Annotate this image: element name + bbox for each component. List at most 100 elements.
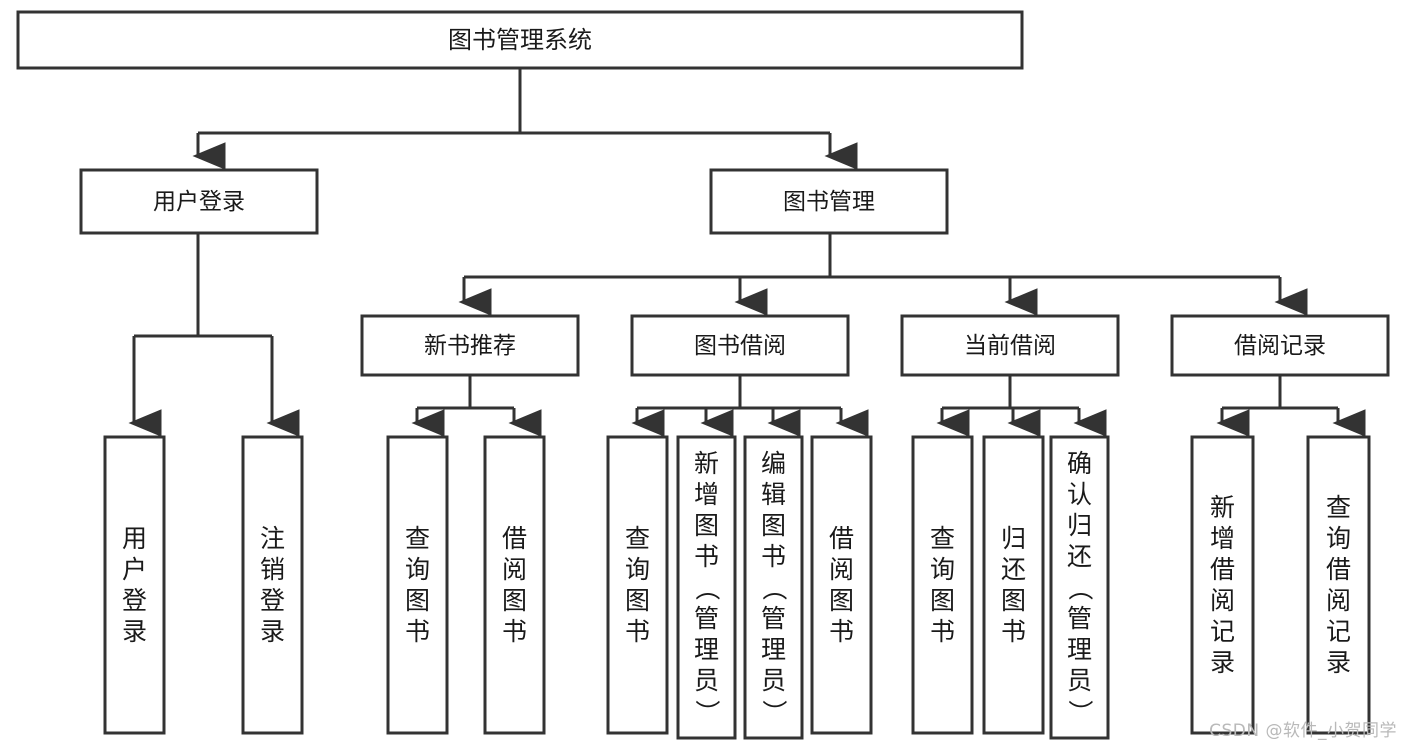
svg-text:员: 员 [1067,666,1092,695]
svg-text:增: 增 [1210,524,1235,553]
node-label-borrow-record: 借阅记录 [1234,333,1326,359]
svg-text:询: 询 [625,555,650,584]
svg-text:记: 记 [1326,617,1351,646]
svg-text:确: 确 [1067,449,1092,478]
svg-text:新: 新 [694,449,719,478]
svg-text:归: 归 [1001,524,1026,553]
svg-text:书: 书 [829,617,854,646]
node-box-current-borrow [900,314,1120,377]
node-root[interactable]: 图书管理系统 [16,10,1024,70]
node-current-borrow[interactable]: 当前借阅 [900,314,1120,377]
svg-text:查: 查 [1326,493,1351,522]
svg-text:录: 录 [1326,648,1351,677]
node-label-user-login: 用户登录 [153,189,245,215]
svg-text:录: 录 [122,617,147,646]
svg-text:借: 借 [829,524,854,553]
node-box-leaf-confirm-return-admin [1049,435,1110,740]
svg-text:还: 还 [1067,542,1092,571]
svg-text:理: 理 [761,635,786,664]
svg-text:（: （ [1066,576,1095,601]
node-box-leaf-user-logout [241,435,304,735]
connector-root-to-level2 [192,68,858,170]
svg-text:理: 理 [1067,635,1092,664]
node-label-book-borrow: 图书借阅 [694,333,786,359]
svg-text:还: 还 [1001,555,1026,584]
svg-text:询: 询 [1326,524,1351,553]
svg-text:借: 借 [1326,555,1351,584]
node-box-user-login [79,168,319,235]
svg-text:书: 书 [694,542,719,571]
connector-userlogin-to-leaves [128,233,300,437]
node-box-borrow-record [1170,314,1390,377]
svg-text:）: ） [693,700,722,725]
svg-text:）: ） [1066,700,1095,725]
svg-text:注: 注 [260,524,285,553]
svg-text:书: 书 [930,617,955,646]
svg-text:书: 书 [625,617,650,646]
node-box-leaf-borrow-book [810,435,873,735]
svg-text:辑: 辑 [761,480,786,509]
node-box-leaf-query-book-current [911,435,974,735]
svg-text:图: 图 [761,511,786,540]
node-user-login[interactable]: 用户登录 [79,168,319,235]
node-label-book-manage: 图书管理 [783,189,875,215]
node-borrow-record[interactable]: 借阅记录 [1170,314,1390,377]
svg-text:阅: 阅 [829,555,854,584]
svg-text:登: 登 [260,586,285,615]
svg-text:员: 员 [761,666,786,695]
node-box-leaf-query-book-rec [386,435,449,735]
svg-text:书: 书 [405,617,430,646]
csdn-watermark: CSDN @软件_小贺同学 [1209,721,1397,741]
svg-text:管: 管 [694,604,719,633]
node-book-borrow[interactable]: 图书借阅 [630,314,850,377]
node-label-root: 图书管理系统 [448,26,592,54]
svg-text:图: 图 [829,586,854,615]
svg-text:户: 户 [122,555,147,584]
svg-text:员: 员 [694,666,719,695]
node-leaf-user-login[interactable]: 用户登录 [103,435,166,735]
svg-text:记: 记 [1210,617,1235,646]
node-box-leaf-query-borrow-record [1306,435,1371,735]
connector-bookmanage-to-level3 [458,233,1308,316]
node-box-leaf-query-book-borrow [606,435,669,735]
node-box-leaf-borrow-book-rec [483,435,546,735]
node-new-book-rec[interactable]: 新书推荐 [360,314,580,377]
connector-currentborrow-to-leaves [936,375,1107,437]
svg-text:书: 书 [1001,617,1026,646]
connector-borrowrecord-to-leaves [1216,375,1366,437]
svg-text:阅: 阅 [502,555,527,584]
node-box-leaf-edit-book-admin [743,435,804,740]
svg-text:管: 管 [1067,604,1092,633]
svg-text:理: 理 [694,635,719,664]
node-book-manage[interactable]: 图书管理 [709,168,949,235]
svg-text:销: 销 [260,555,285,584]
svg-text:查: 查 [625,524,650,553]
svg-text:图: 图 [625,586,650,615]
svg-text:图: 图 [405,586,430,615]
svg-text:书: 书 [761,542,786,571]
svg-text:编: 编 [761,449,786,478]
node-box-book-manage [709,168,949,235]
